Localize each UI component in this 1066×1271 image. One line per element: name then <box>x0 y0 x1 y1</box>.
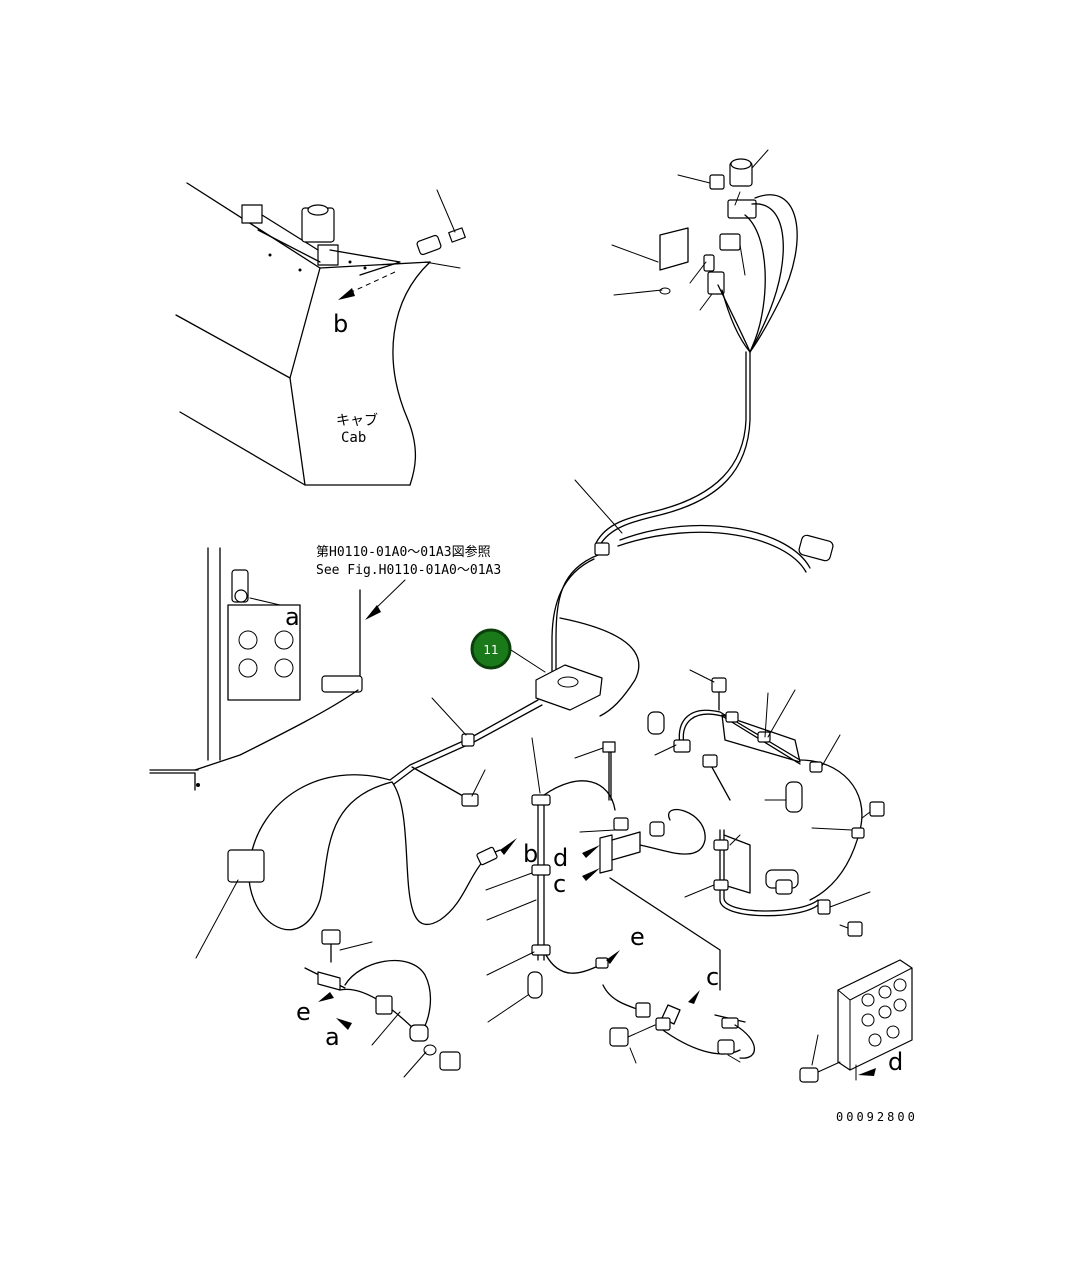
view-mark-e-left: e <box>296 998 311 1026</box>
view-mark-b-center: b <box>523 840 538 868</box>
right-harness <box>647 669 885 937</box>
badge-label: 11 <box>483 643 498 657</box>
upper-harness <box>551 149 834 717</box>
cab-assembly: b キャブ Cab <box>175 182 466 486</box>
central-module: 11 <box>470 628 603 711</box>
lower-center-harness <box>602 984 756 1064</box>
view-mark-c-right: c <box>706 963 719 991</box>
view-mark-e-right: e <box>630 923 645 951</box>
cab-label-jp: キャブ <box>336 412 378 429</box>
lower-left-sensor: e a <box>296 929 461 1078</box>
view-mark-d-center: d <box>553 844 568 872</box>
note-en: See Fig.H0110-01A0～01A3 <box>316 563 501 578</box>
note-jp: 第H0110-01A0～01A3図参照 <box>316 544 491 560</box>
main-harness: e b d c <box>195 697 645 1023</box>
view-mark-d-bottom: d <box>888 1048 903 1076</box>
callout-badge-11[interactable]: 11 <box>470 628 512 670</box>
view-mark-a-panel: a <box>285 603 300 631</box>
view-mark-b-cab: b <box>333 310 348 338</box>
view-mark-c-center: c <box>553 870 566 898</box>
drawing-number: 00092800 <box>836 1110 918 1124</box>
relay-panel: d <box>799 959 913 1083</box>
view-mark-a-left: a <box>325 1023 340 1051</box>
reference-note: 第H0110-01A0～01A3図参照 See Fig.H0110-01A0～0… <box>316 544 501 620</box>
center-bracket: c <box>574 741 721 1004</box>
cab-label-en: Cab <box>341 430 366 446</box>
left-panel: a <box>149 547 363 791</box>
